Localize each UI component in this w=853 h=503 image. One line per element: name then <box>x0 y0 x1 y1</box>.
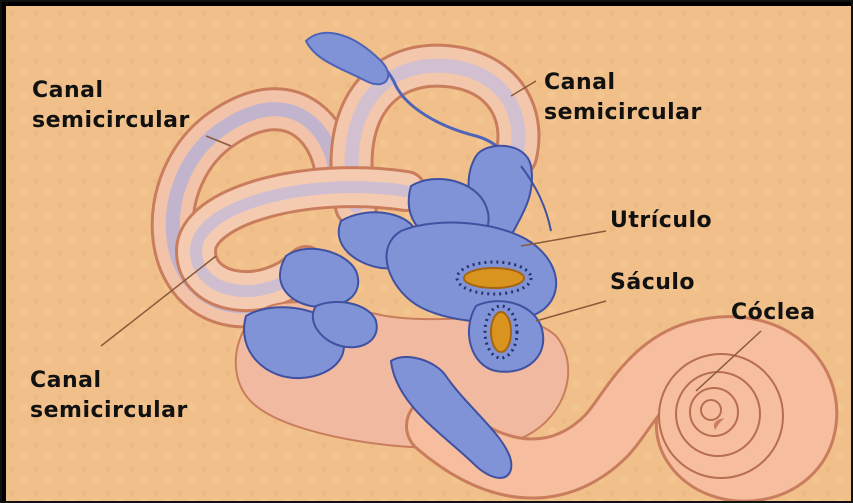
label-utricle: Utrículo <box>610 206 712 236</box>
label-canal-top-left: Canal semicircular <box>32 76 190 136</box>
inner-ear-diagram: Canal semicircular Canal semicircular Ca… <box>6 6 851 501</box>
label-canal-top-right-line2: semicircular <box>544 98 702 128</box>
label-cochlea: Cóclea <box>731 298 816 328</box>
label-saccule: Sáculo <box>610 268 695 298</box>
label-canal-bottom-left: Canal semicircular <box>30 366 188 426</box>
label-canal-top-left-line1: Canal <box>32 76 190 106</box>
label-canal-top-right-line1: Canal <box>544 68 702 98</box>
label-canal-top-right: Canal semicircular <box>544 68 702 128</box>
label-canal-bottom-left-line2: semicircular <box>30 396 188 426</box>
label-canal-bottom-left-line1: Canal <box>30 366 188 396</box>
label-canal-top-left-line2: semicircular <box>32 106 190 136</box>
